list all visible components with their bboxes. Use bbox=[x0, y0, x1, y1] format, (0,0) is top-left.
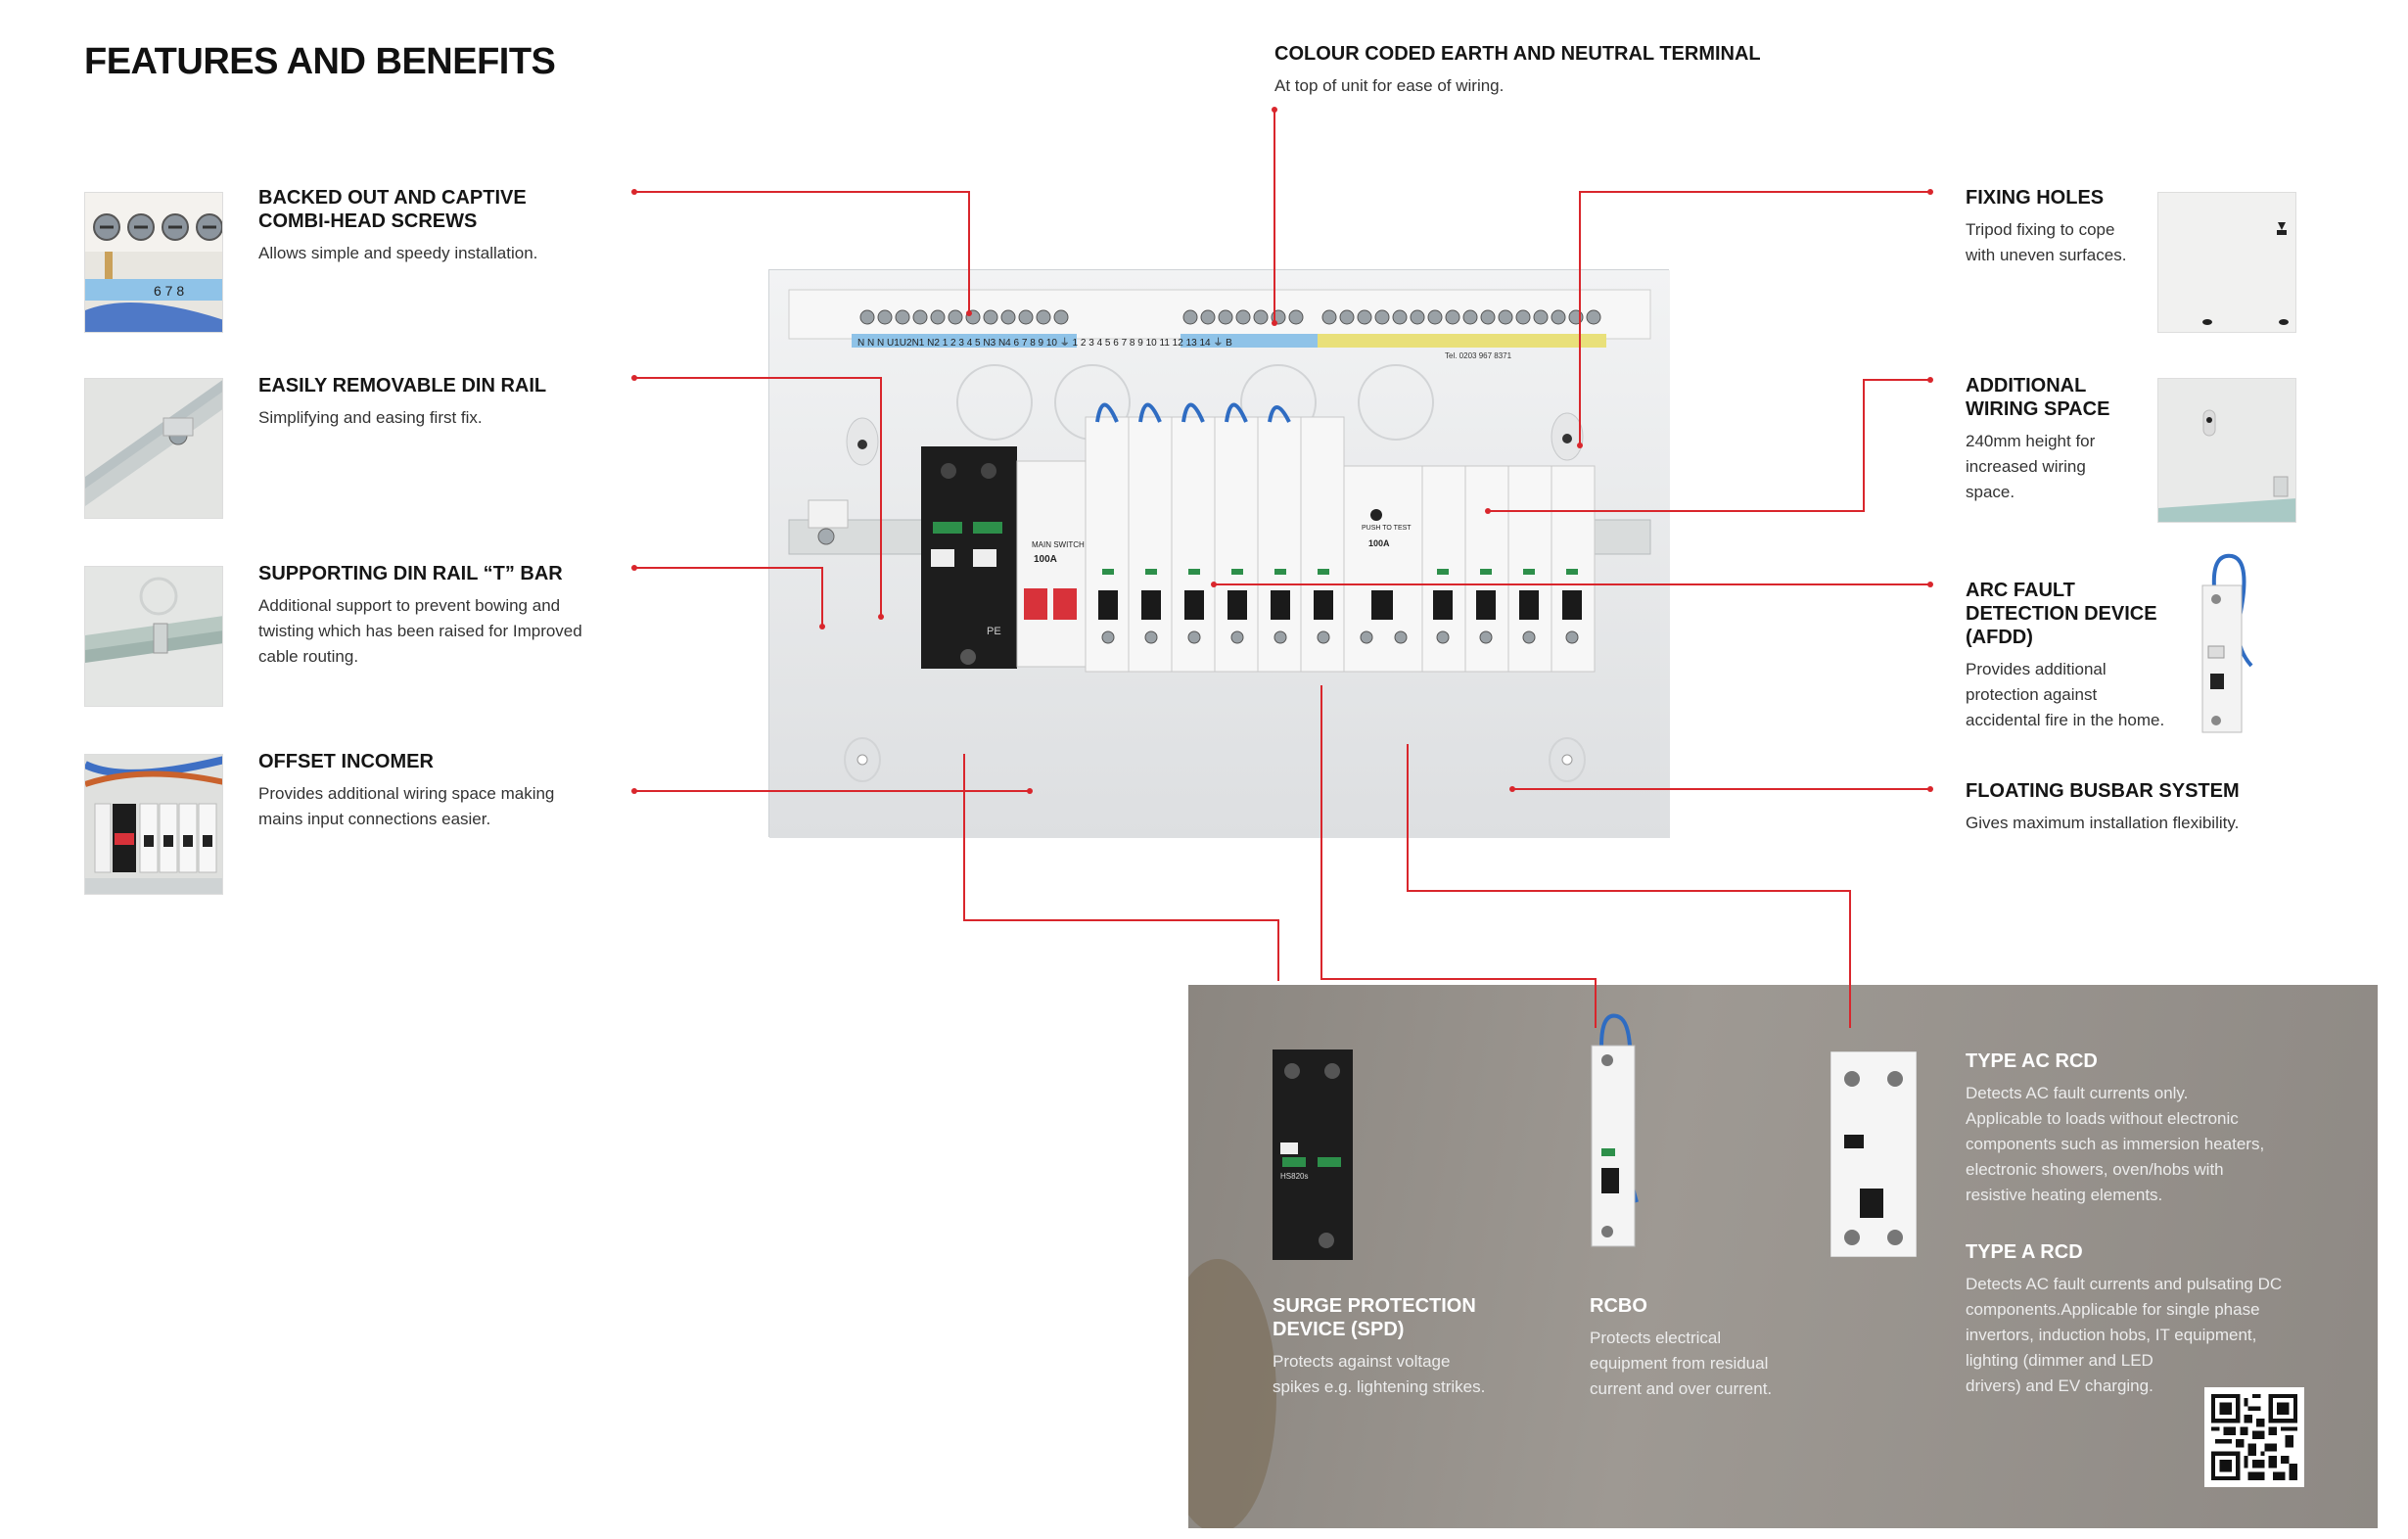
feature-description: Tripod fixing to cope with uneven surfac… bbox=[1966, 220, 2127, 264]
consumer-unit-image: N N N U1U2N1 N2 1 2 3 4 5 N3 N4 6 7 8 9 … bbox=[768, 269, 1670, 838]
main-switch-rating: 100A bbox=[1034, 554, 1057, 565]
spd-device-image: HS820s bbox=[1273, 1049, 1353, 1260]
feature-description: Allows simple and speedy installation. bbox=[258, 244, 538, 262]
feature-title: EASILY REMOVABLE DIN RAIL bbox=[258, 375, 547, 396]
feature-rcbo: RCBO Protects electrical equipment from … bbox=[1590, 1294, 1772, 1402]
terminal-label: N N N U1U2N1 N2 1 2 3 4 5 N3 N4 6 7 8 9 … bbox=[857, 337, 1232, 349]
feature-description: Protects electrical equipment from resid… bbox=[1590, 1329, 1773, 1398]
feature-wiring-space: ADDITIONAL WIRING SPACE 240mm height for… bbox=[1966, 374, 2109, 505]
feature-title: FIXING HOLES bbox=[1966, 187, 2105, 209]
afdd-photo bbox=[2183, 548, 2271, 734]
combi-head-screws-photo: 6 7 8 bbox=[84, 192, 223, 333]
feature-t-bar: SUPPORTING DIN RAIL “T” BAR Additional s… bbox=[258, 562, 582, 670]
wiring-space-photo bbox=[2157, 378, 2296, 523]
feature-type-ac-rcd: TYPE AC RCD Detects AC fault currents on… bbox=[1966, 1049, 2264, 1208]
feature-earth-neutral-terminal: COLOUR CODED EARTH AND NEUTRAL TERMINAL … bbox=[1274, 42, 1761, 99]
feature-description: Additional support to prevent bowing and… bbox=[258, 596, 582, 666]
page-title: FEATURES AND BENEFITS bbox=[84, 41, 556, 82]
feature-title: SUPPORTING DIN RAIL “T” BAR bbox=[258, 563, 563, 584]
pe-label: PE bbox=[987, 626, 1001, 637]
qr-code-icon[interactable] bbox=[2204, 1387, 2304, 1487]
fixing-holes-photo bbox=[2157, 192, 2296, 333]
feature-busbar: FLOATING BUSBAR SYSTEM Gives maximum ins… bbox=[1966, 779, 2240, 836]
feature-title: ARC FAULT DETECTION DEVICE (AFDD) bbox=[1966, 580, 2157, 648]
feature-offset-incomer: OFFSET INCOMER Provides additional wirin… bbox=[258, 750, 554, 832]
feature-description: Gives maximum installation flexibility. bbox=[1966, 814, 2240, 832]
feature-description: Simplifying and easing first fix. bbox=[258, 408, 483, 427]
feature-title: COLOUR CODED EARTH AND NEUTRAL TERMINAL bbox=[1274, 43, 1761, 65]
feature-description: Provides additional protection against a… bbox=[1966, 660, 2165, 729]
feature-fixing-holes: FIXING HOLES Tripod fixing to cope with … bbox=[1966, 186, 2126, 268]
feature-din-rail: EASILY REMOVABLE DIN RAIL Simplifying an… bbox=[258, 374, 546, 431]
feature-description: Provides additional wiring space making … bbox=[258, 784, 555, 828]
feature-title: RCBO bbox=[1590, 1295, 1647, 1317]
device-detail-panel: HS820s SURGE PROTECTION DEVICE (SPD) Pro… bbox=[1188, 985, 2378, 1528]
spd-code-label: HS820s bbox=[1280, 1172, 1308, 1181]
feature-description: At top of unit for ease of wiring. bbox=[1274, 76, 1505, 95]
push-test-label: PUSH TO TEST bbox=[1362, 525, 1412, 532]
feature-description: Protects against voltage spikes e.g. lig… bbox=[1273, 1352, 1486, 1396]
svg-text:6 7 8: 6 7 8 bbox=[154, 283, 184, 299]
feature-combi-head-screws: BACKED OUT AND CAPTIVE COMBI-HEAD SCREWS… bbox=[258, 186, 537, 266]
offset-incomer-photo bbox=[84, 754, 223, 895]
feature-afdd: ARC FAULT DETECTION DEVICE (AFDD) Provid… bbox=[1966, 579, 2164, 733]
tel-label: Tel. 0203 967 8371 bbox=[1445, 351, 1512, 360]
feature-spd: SURGE PROTECTION DEVICE (SPD) Protects a… bbox=[1273, 1294, 1485, 1400]
rcd-device-image bbox=[1830, 1051, 1917, 1257]
feature-title: ADDITIONAL WIRING SPACE bbox=[1966, 375, 2110, 420]
feature-type-a-rcd: TYPE A RCD Detects AC fault currents and… bbox=[1966, 1240, 2282, 1399]
feature-title: SURGE PROTECTION DEVICE (SPD) bbox=[1273, 1295, 1476, 1340]
feature-title: TYPE A RCD bbox=[1966, 1241, 2083, 1263]
feature-description: 240mm height for increased wiring space. bbox=[1966, 432, 2096, 501]
t-bar-photo bbox=[84, 566, 223, 707]
rcbo-device-image bbox=[1591, 1013, 1639, 1247]
feature-description: Detects AC fault currents only. Applicab… bbox=[1966, 1084, 2265, 1204]
feature-title: OFFSET INCOMER bbox=[258, 751, 434, 772]
din-rail-photo bbox=[84, 378, 223, 519]
rcd-rating-label: 100A bbox=[1368, 538, 1390, 548]
feature-description: Detects AC fault currents and pulsating … bbox=[1966, 1275, 2283, 1395]
feature-title: FLOATING BUSBAR SYSTEM bbox=[1966, 780, 2240, 802]
feature-title: TYPE AC RCD bbox=[1966, 1050, 2098, 1072]
main-switch-label: MAIN SWITCH bbox=[1032, 540, 1085, 549]
feature-title: BACKED OUT AND CAPTIVE COMBI-HEAD SCREWS bbox=[258, 187, 527, 232]
